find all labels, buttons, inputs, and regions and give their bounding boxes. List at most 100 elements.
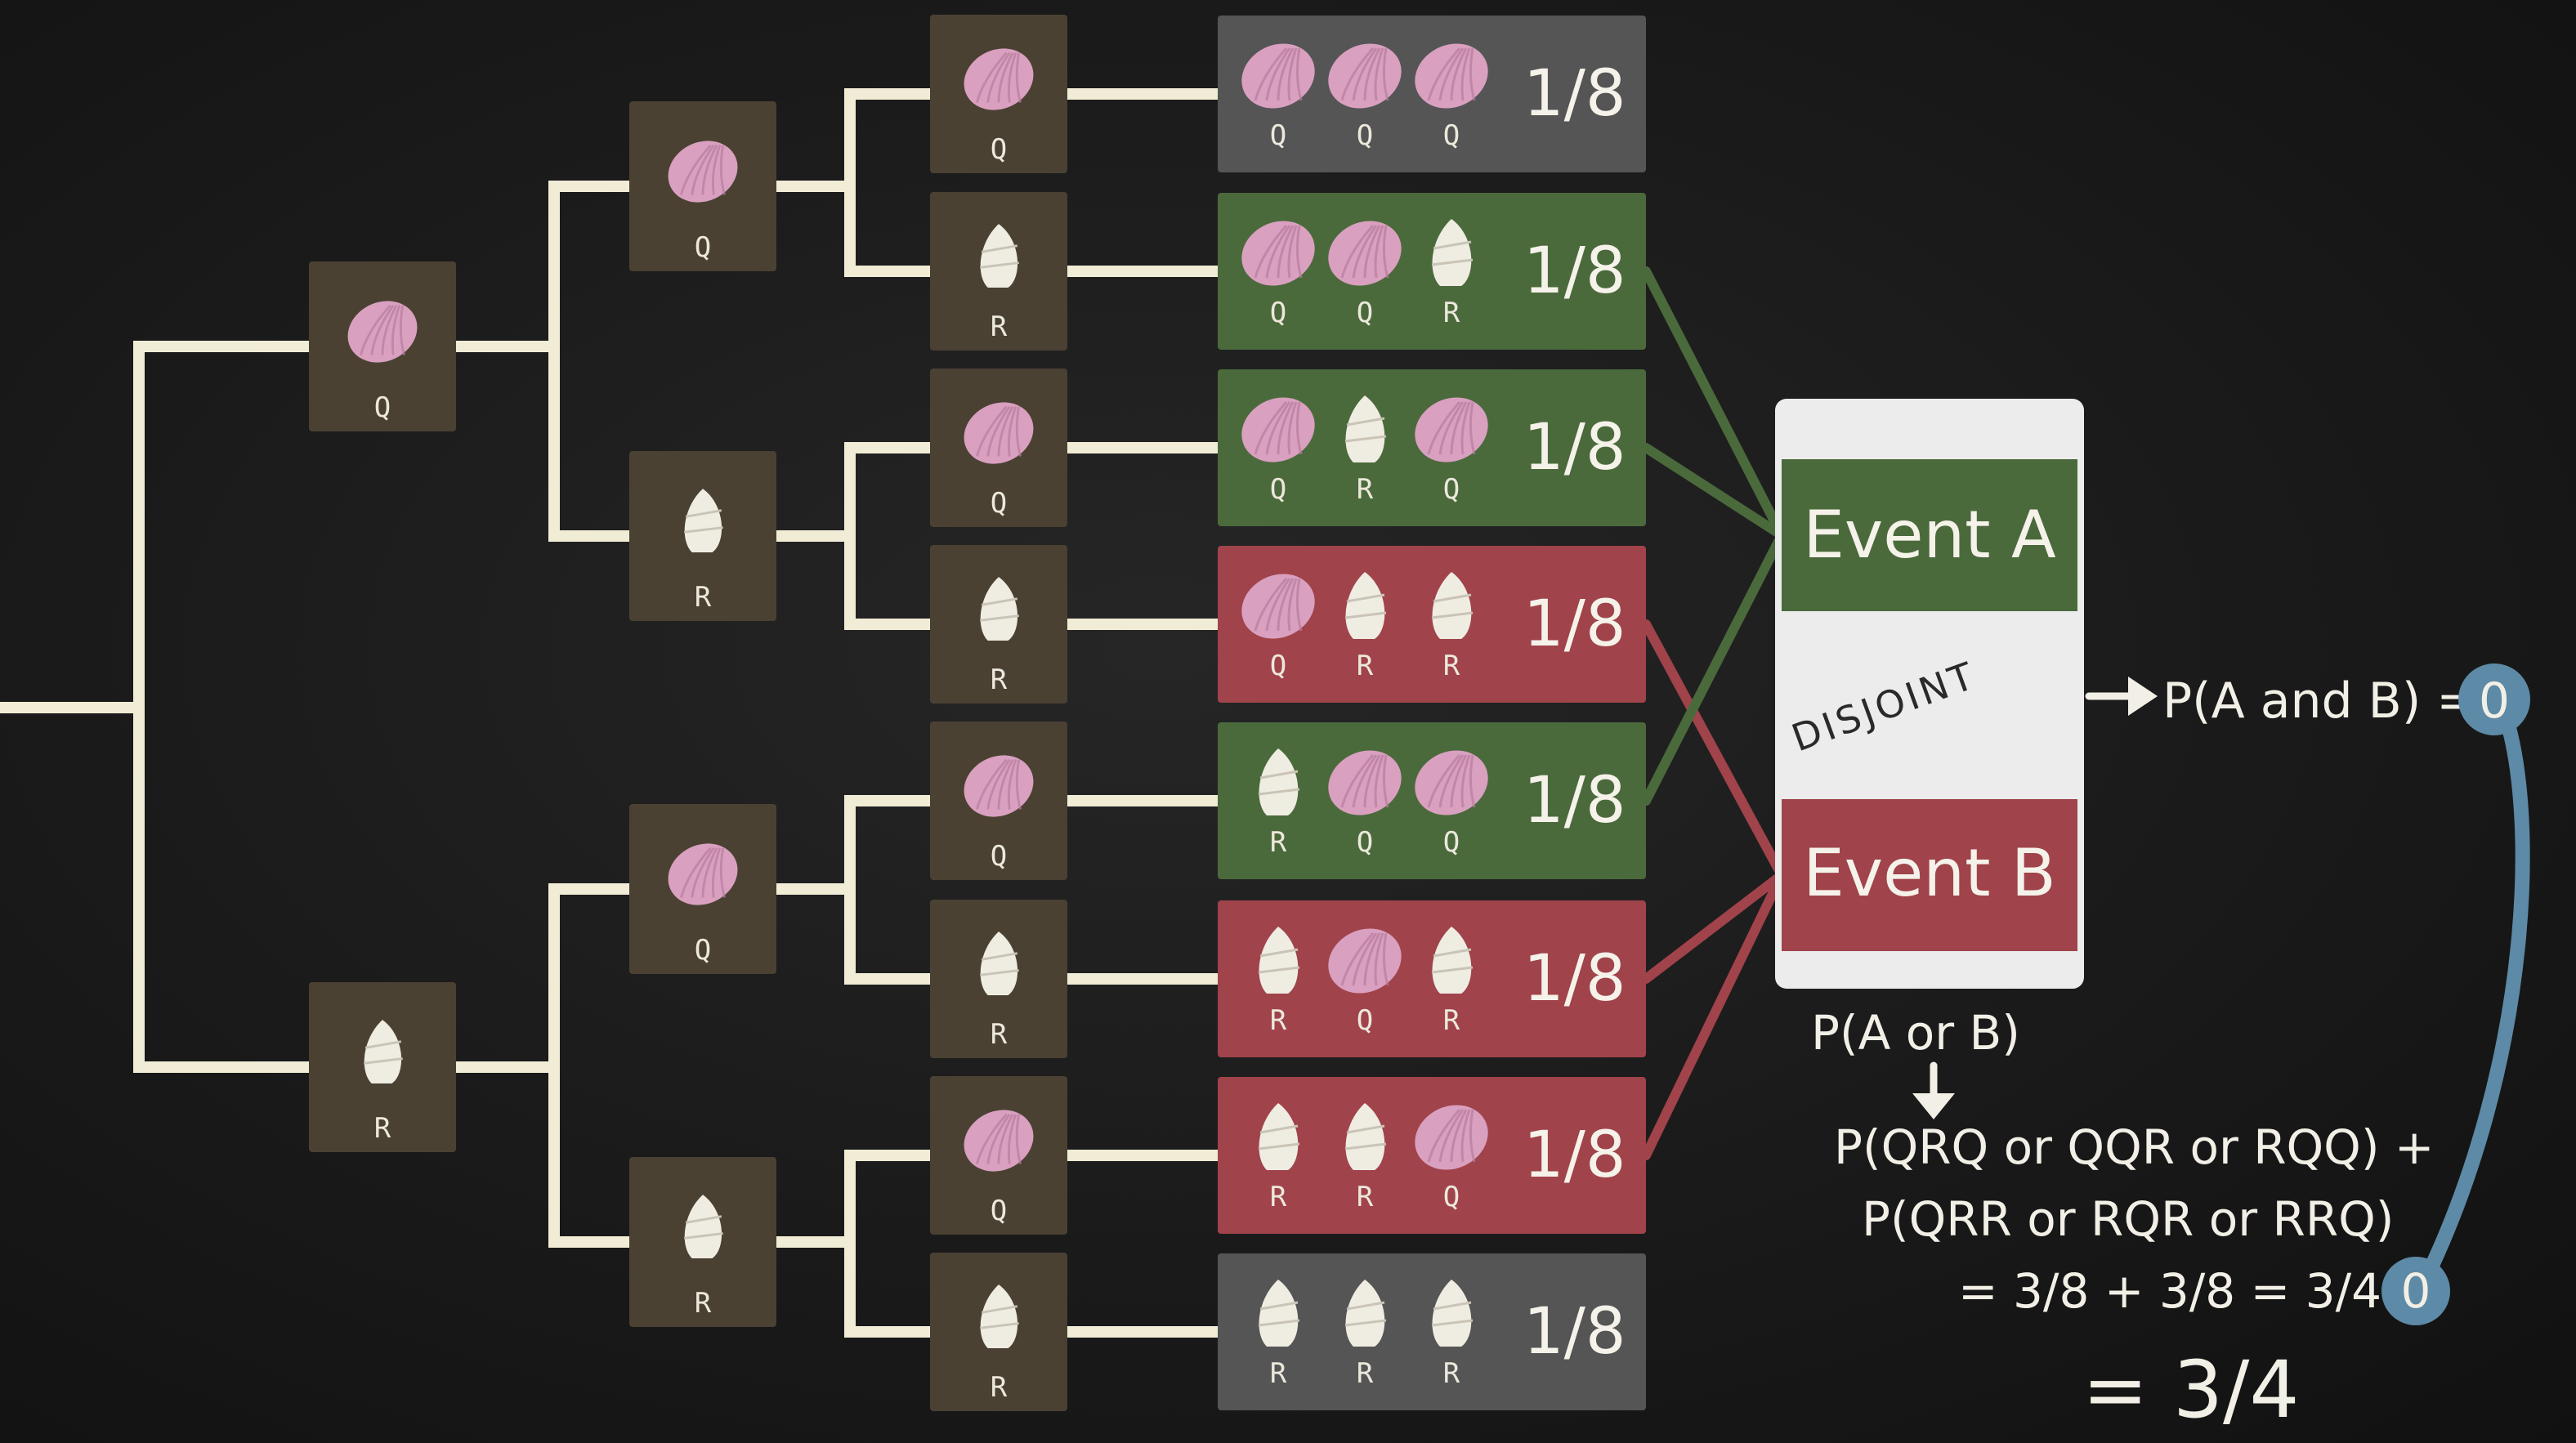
event-b-label: Event B <box>1803 835 2056 911</box>
regular-shell-icon <box>1344 395 1387 462</box>
shell-letter: R <box>1270 826 1287 859</box>
tree-node-level2-3: R <box>629 1157 776 1327</box>
queen-shell-icon <box>964 48 1034 110</box>
p-a-or-b-label: P(A or B) <box>1811 1005 2020 1061</box>
tree-node-level2-2: Q <box>629 804 776 974</box>
regular-shell-icon <box>980 224 1019 288</box>
p-a-and-b-value: 0 <box>2479 672 2510 730</box>
down-arrow <box>1912 1061 1955 1119</box>
shell-letter: Q <box>1443 826 1460 859</box>
tree-node-level3-0: Q <box>930 15 1067 173</box>
tree-node-level2-1: R <box>629 451 776 621</box>
queen-shell-icon <box>964 402 1034 464</box>
shell-letter: Q <box>1357 297 1373 329</box>
outcome-probability: 1/8 <box>1523 587 1626 661</box>
shell-letter: R <box>1270 1004 1287 1037</box>
queen-shell-icon <box>668 843 738 905</box>
shell-letter: R <box>1357 1357 1374 1390</box>
node-letter: R <box>991 310 1008 343</box>
event-a-connector <box>1641 443 1787 540</box>
outcome-probability: 1/8 <box>1523 411 1626 485</box>
tree-branches <box>0 88 1223 1338</box>
zero-highlight-circle-2 <box>2381 1257 2450 1325</box>
tree-node-level3-4: Q <box>930 722 1067 880</box>
shell-letter: Q <box>1443 1181 1460 1213</box>
formula-line-1: P(QRQ or QQR or RQQ) + <box>1834 1119 2435 1175</box>
queen-shell-icon <box>1241 397 1315 462</box>
queen-shell-icon <box>1241 574 1315 639</box>
regular-shell-icon <box>1258 748 1300 815</box>
queen-shell-icon <box>1241 221 1315 286</box>
shell-letter: R <box>1443 297 1460 329</box>
outcome-row-5: R Q R 1/8 <box>1218 900 1646 1057</box>
queen-shell-icon <box>1328 928 1402 994</box>
node-letter: Q <box>991 487 1007 520</box>
node-letter: Q <box>991 840 1007 873</box>
outcome-row-6: R R Q 1/8 <box>1218 1077 1646 1234</box>
shell-letter: R <box>1270 1181 1287 1213</box>
node-letter: R <box>695 1287 712 1320</box>
regular-shell-icon <box>1344 1280 1387 1347</box>
queen-shell-icon <box>1241 43 1315 109</box>
regular-shell-icon <box>1344 572 1387 639</box>
tree-node-level3-7: R <box>930 1253 1067 1411</box>
outcome-row-4: R Q Q 1/8 <box>1218 722 1646 879</box>
queen-shell-icon <box>964 1110 1034 1172</box>
event-a-label: Event A <box>1803 497 2056 573</box>
regular-shell-icon <box>1258 927 1300 994</box>
queen-shell-icon <box>1328 221 1402 286</box>
zero-highlight-circle <box>2458 663 2530 735</box>
shell-letter: Q <box>1270 119 1286 152</box>
node-letter: R <box>695 581 712 614</box>
tree-node-level3-6: Q <box>930 1076 1067 1235</box>
queen-shell-icon <box>1415 43 1488 109</box>
formula-line-3-value: 0 <box>2401 1263 2431 1319</box>
outcome-probability: 1/8 <box>1523 1295 1626 1369</box>
tree-node-level2-0: Q <box>629 101 776 271</box>
shell-letter: Q <box>1270 473 1286 506</box>
shell-letter: R <box>1357 1181 1374 1213</box>
regular-shell-icon <box>684 489 723 552</box>
event-a-connector <box>1641 530 1787 806</box>
shell-letter: Q <box>1357 826 1373 859</box>
event-b-connector <box>1641 619 1787 880</box>
queen-shell-icon <box>964 755 1034 817</box>
queen-shell-icon <box>1415 1105 1488 1170</box>
outcome-probability: 1/8 <box>1523 764 1626 838</box>
regular-shell-icon <box>1344 1103 1387 1170</box>
queen-shell-icon <box>1415 750 1488 815</box>
regular-shell-icon <box>980 577 1019 641</box>
regular-shell-icon <box>1431 927 1474 994</box>
event-a-connector <box>1641 266 1787 540</box>
regular-shell-icon <box>1431 219 1474 286</box>
tree-node-level3-5: R <box>930 900 1067 1058</box>
outcome-probability: 1/8 <box>1523 1119 1626 1192</box>
formula-line-2: P(QRR or RQR or RRQ) <box>1862 1191 2394 1247</box>
regular-shell-icon <box>1431 572 1474 639</box>
regular-shell-icon <box>1258 1103 1300 1170</box>
queen-shell-icon <box>668 141 738 203</box>
shell-letter: R <box>1270 1357 1287 1390</box>
shell-letter: R <box>1357 473 1374 506</box>
queen-shell-icon <box>1328 43 1402 109</box>
node-letter: R <box>991 1018 1008 1051</box>
outcome-probability: 1/8 <box>1523 235 1626 308</box>
node-letter: Q <box>991 1195 1007 1227</box>
queen-shell-icon <box>1415 397 1488 462</box>
node-letter: R <box>991 1371 1008 1404</box>
event-b-connector <box>1641 870 1787 984</box>
tree-node-level1-0: Q <box>309 261 456 431</box>
shell-letter: Q <box>1357 1004 1373 1037</box>
outcome-probability: 1/8 <box>1523 942 1626 1016</box>
tree-node-level3-1: R <box>930 192 1067 351</box>
tree-node-level1-1: R <box>309 982 456 1152</box>
shell-letter: R <box>1443 1004 1460 1037</box>
regular-shell-icon <box>980 1284 1019 1348</box>
